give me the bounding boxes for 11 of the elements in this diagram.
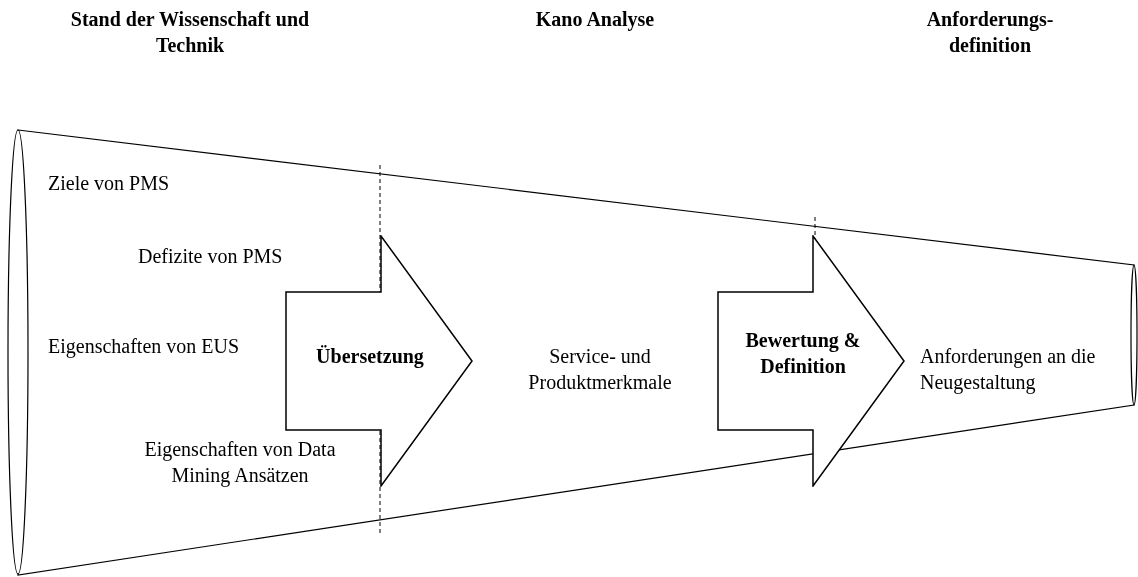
column-heading: Kano Analyse [534, 7, 656, 32]
stage-text: Service- und Produktmerkmale [527, 344, 673, 395]
stage-text: Defizite von PMS [138, 244, 284, 269]
stage-text: Anforderungen an die Neugestaltung [920, 344, 1097, 395]
stage-text: Eigenschaften von Data Mining Ansätzen [143, 437, 337, 488]
stage-text: Ziele von PMS [48, 171, 171, 196]
stage-text: Eigenschaften von EUS [48, 334, 241, 359]
column-heading: Stand der Wissenschaft und Technik [69, 7, 311, 58]
arrow-label: Übersetzung [315, 344, 425, 369]
column-heading: Anforderungs- definition [925, 7, 1055, 58]
arrow-label: Bewertung & Definition [744, 328, 862, 379]
